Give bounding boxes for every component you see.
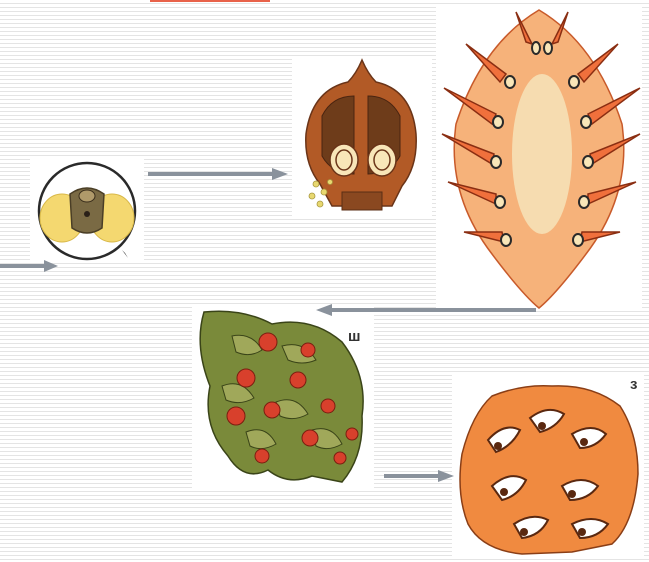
pine-cone-panel: ш <box>192 306 374 488</box>
seed-embryo-panel <box>292 56 432 216</box>
arrow-right-icon <box>148 166 290 182</box>
pollen-grain-panel <box>30 158 144 262</box>
arrow-right-icon <box>384 468 456 484</box>
pollen-grain-figure <box>30 158 144 262</box>
arrow-right-icon <box>0 258 60 274</box>
sporophyll-figure <box>452 374 644 558</box>
sporophyll-panel-number: з <box>630 376 637 393</box>
pine-panel-letter: ш <box>348 328 361 345</box>
female-cone-section-panel <box>436 4 642 310</box>
female-cone-section-figure <box>436 4 642 310</box>
pine-cone-figure <box>192 306 374 488</box>
arrow-left-icon <box>314 302 536 318</box>
sporophyll-panel: з <box>452 374 644 558</box>
seed-embryo-figure <box>292 56 432 216</box>
top-accent-bar <box>150 0 270 2</box>
